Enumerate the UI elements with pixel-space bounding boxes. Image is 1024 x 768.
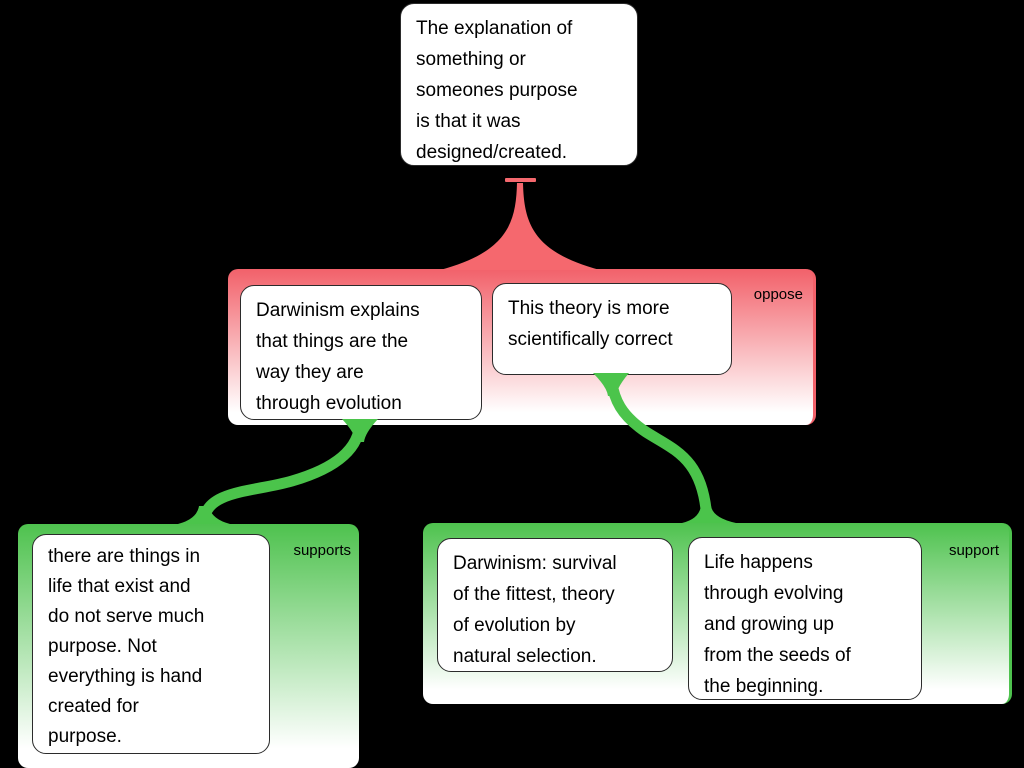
- node-support-right-1[interactable]: Darwinism: survival of the fittest, theo…: [437, 538, 673, 672]
- supports-left-connector[interactable]: [198, 420, 366, 523]
- node-text: Darwinism: survival of the fittest, theo…: [453, 553, 617, 667]
- oppose-connector[interactable]: [440, 183, 600, 270]
- node-text: The explanation of something or someones…: [416, 18, 578, 163]
- support-right-connector-flare-bottom[interactable]: [682, 506, 736, 523]
- support-right-connector[interactable]: [605, 375, 713, 522]
- group-support-right-label: support: [948, 542, 999, 559]
- node-support-right-2[interactable]: Life happens through evolving and growin…: [688, 537, 922, 700]
- group-oppose-label: oppose: [753, 286, 803, 303]
- node-text: This theory is more scientifically corre…: [508, 298, 673, 350]
- node-text: there are things in life that exist and …: [48, 546, 205, 747]
- node-oppose-reason-2[interactable]: This theory is more scientifically corre…: [492, 283, 732, 375]
- node-text: Life happens through evolving and growin…: [704, 552, 851, 697]
- group-supports-left-label: supports: [293, 542, 351, 559]
- oppose-connector-bar[interactable]: [505, 178, 536, 182]
- supports-left-connector-flare-bottom[interactable]: [178, 506, 230, 524]
- support-right-connector-flare-top[interactable]: [593, 373, 629, 396]
- node-claim[interactable]: The explanation of something or someones…: [400, 3, 638, 166]
- supports-left-connector-flare-top[interactable]: [342, 419, 378, 442]
- node-oppose-reason-1[interactable]: Darwinism explains that things are the w…: [240, 285, 482, 420]
- node-support-left-1[interactable]: there are things in life that exist and …: [32, 534, 270, 754]
- group-support-right[interactable]: support Darwinism: survival of the fitte…: [423, 523, 1012, 704]
- node-text: Darwinism explains that things are the w…: [256, 300, 420, 414]
- group-oppose[interactable]: oppose Darwinism explains that things ar…: [228, 269, 816, 425]
- group-supports-left[interactable]: supports there are things in life that e…: [18, 524, 359, 768]
